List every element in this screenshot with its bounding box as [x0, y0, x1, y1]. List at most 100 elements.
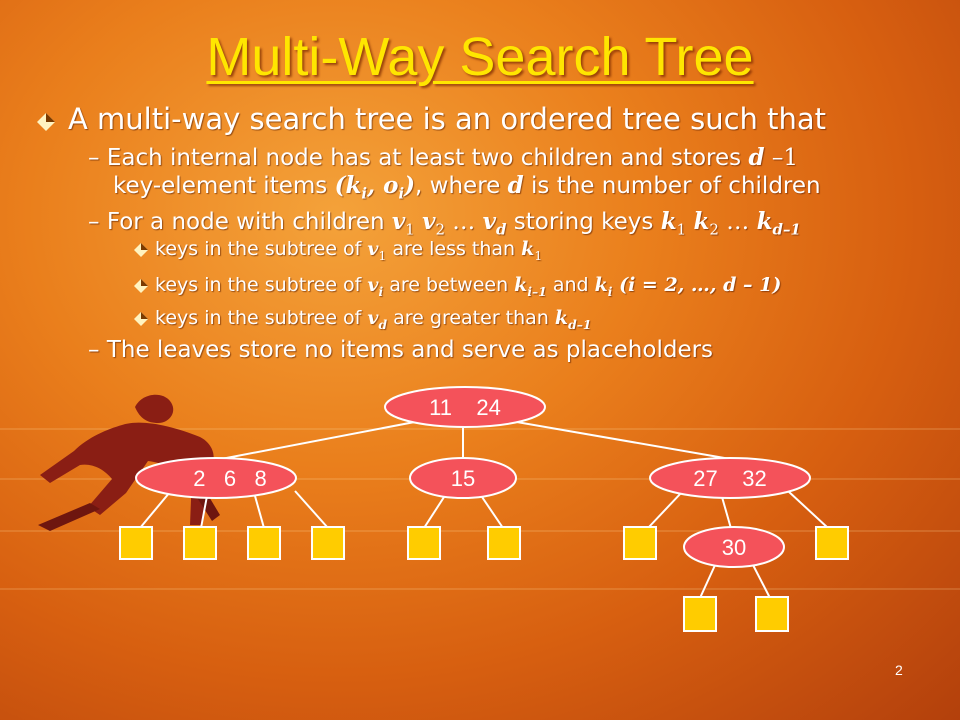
text: keys in the subtree of	[155, 274, 368, 296]
math-sub: 1	[405, 220, 415, 239]
math-sub: d–1	[772, 220, 801, 239]
background-stripe	[0, 428, 960, 430]
tree-leaf	[487, 526, 521, 560]
dash: –	[88, 145, 100, 171]
tree-leaf	[683, 596, 717, 632]
text: key-element items	[113, 173, 335, 199]
math-v: v	[482, 208, 496, 235]
math-sub: 1	[378, 248, 387, 263]
math-sub: i–1	[527, 283, 547, 299]
tree-edge	[423, 493, 447, 529]
tree-edge	[200, 495, 208, 529]
diamond-bullet-icon	[134, 279, 148, 293]
tree-node-inner	[683, 526, 785, 568]
text: For a node with children	[106, 209, 392, 235]
math-v: v	[391, 208, 406, 235]
tree-node-inner-keys: 30	[722, 535, 746, 560]
math-sub: i	[398, 184, 405, 203]
tree-edge	[751, 562, 771, 599]
tree-leaf	[815, 526, 849, 560]
math-dots: …	[718, 209, 757, 235]
math: (k	[334, 172, 362, 199]
math-sub: i	[607, 283, 613, 299]
tree-node-root-keys: 11 24	[429, 395, 501, 420]
text: and	[546, 274, 595, 296]
tree-leaf	[183, 526, 217, 560]
sub-bullet-less-than: keys in the subtree of v1 are less than …	[155, 238, 542, 263]
math-v: v	[422, 208, 436, 235]
math-sub: d	[495, 220, 507, 239]
text: keys in the subtree of	[155, 238, 368, 260]
tree-node-middle	[409, 457, 517, 499]
bullet-leaves-placeholders: – The leaves store no items and serve as…	[88, 337, 713, 363]
text: are less than	[386, 238, 522, 260]
tree-edge	[215, 419, 426, 461]
math-sub: 2	[435, 220, 445, 239]
math-k: k	[521, 238, 535, 260]
math-sub: d–1	[568, 316, 592, 332]
math-k: k	[693, 208, 710, 235]
math-range: (i = 2, …, d – 1)	[612, 274, 782, 296]
bullet-internal-node-rule-cont: key-element items (ki, oi), where d is t…	[113, 172, 821, 203]
math-minus-one: –1	[764, 145, 798, 171]
math-v: v	[367, 307, 379, 329]
tree-leaf	[407, 526, 441, 560]
diamond-bullet-icon	[37, 113, 55, 131]
dash: –	[88, 209, 100, 235]
math-sub: i	[378, 283, 384, 299]
sub-bullet-greater-than: keys in the subtree of vd are greater th…	[155, 307, 591, 332]
tree-edge	[254, 495, 265, 529]
diamond-bullet-icon	[134, 243, 148, 257]
math-d: d	[748, 144, 765, 171]
math: )	[404, 172, 416, 199]
dash: –	[88, 337, 100, 363]
math-k: k	[756, 208, 773, 235]
text: is the number of children	[523, 173, 821, 199]
math-d: d	[507, 172, 524, 199]
tree-edge	[647, 491, 683, 529]
math-v: v	[367, 274, 379, 296]
slide-title: Multi-Way Search Tree	[206, 27, 754, 87]
text: Each internal node has at least two chil…	[106, 145, 749, 171]
math-k: k	[660, 208, 677, 235]
text: are between	[383, 274, 515, 296]
tree-node-root	[384, 386, 546, 428]
math-sub: i	[361, 184, 368, 203]
bullet-children-keys: – For a node with children v1 v2 … vd st…	[88, 208, 801, 239]
tree-edge	[479, 493, 504, 529]
bullet-internal-node-rule: – Each internal node has at least two ch…	[88, 144, 798, 171]
tree-leaf	[623, 526, 657, 560]
tree-leaf	[119, 526, 153, 560]
tree-leaf	[311, 526, 345, 560]
math-k: k	[594, 274, 608, 296]
sub-bullet-between: keys in the subtree of vi are between ki…	[155, 274, 781, 299]
text: are greater than	[387, 307, 555, 329]
math-dots: …	[444, 209, 483, 235]
math-k: k	[514, 274, 528, 296]
tree-node-right	[649, 457, 811, 499]
tree-leaf	[755, 596, 789, 632]
background-stripe	[0, 588, 960, 590]
tree-node-left-keys: 2 6 8	[193, 466, 266, 491]
math-sub: 1	[676, 220, 687, 239]
text: keys in the subtree of	[155, 307, 368, 329]
math-sub: d	[378, 316, 388, 332]
tree-node-right-keys: 27 32	[693, 466, 766, 491]
text: , where	[415, 173, 508, 199]
background-stripe	[0, 530, 960, 532]
tree-leaf	[247, 526, 281, 560]
tree-edge	[699, 562, 717, 599]
bullet-multiway-definition: A multi-way search tree is an ordered tr…	[68, 102, 827, 136]
tree-edge	[294, 490, 329, 529]
math-sub: 2	[709, 220, 719, 239]
diamond-bullet-icon	[134, 312, 148, 326]
text: The leaves store no items and serve as p…	[106, 337, 714, 363]
text: storing keys	[506, 209, 661, 235]
tree-edge	[787, 490, 829, 529]
slide-number: 2	[895, 662, 903, 678]
math-sub: 1	[534, 248, 543, 263]
tree-edge	[504, 419, 737, 461]
tree-node-middle-keys: 15	[451, 466, 475, 491]
tree-node-left	[135, 457, 297, 499]
